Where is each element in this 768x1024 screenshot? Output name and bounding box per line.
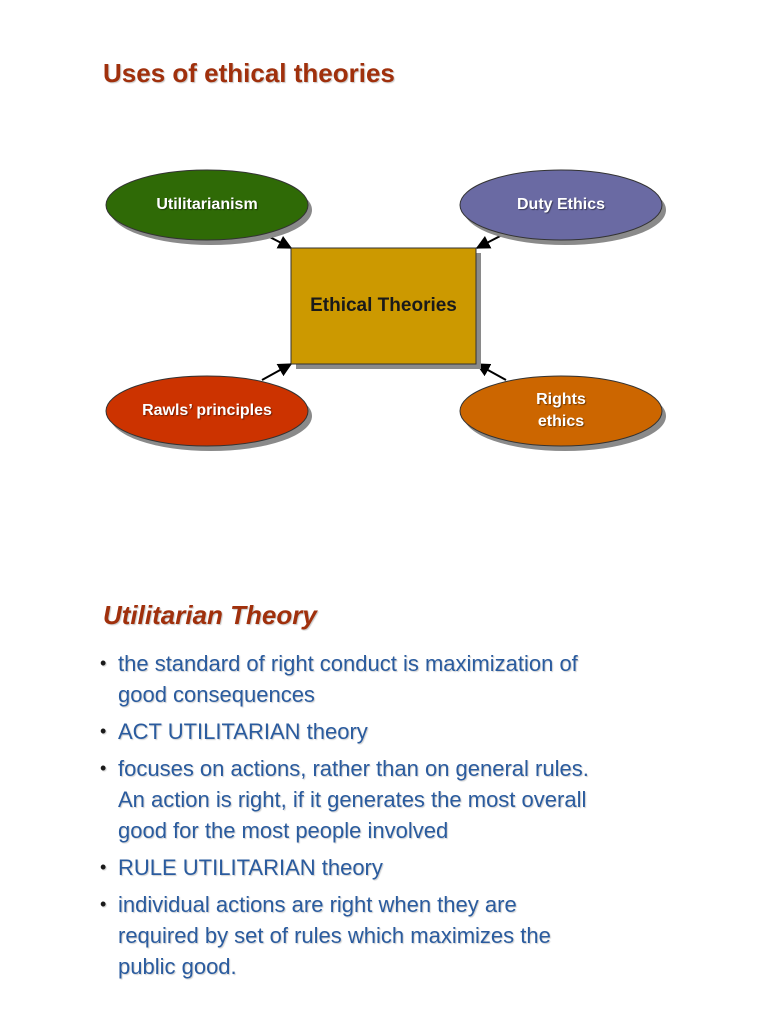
bullet-item: • the standard of right conduct is maximi… — [100, 648, 700, 710]
rawls-oval — [105, 375, 309, 447]
center-box — [290, 247, 477, 365]
connector-rights — [475, 363, 507, 381]
duty-ethics-oval — [459, 169, 663, 241]
bullet-dot-icon: • — [100, 758, 107, 778]
bullet-item: • ACT UTILITARIAN theory — [100, 716, 700, 747]
rights-ethics-oval — [459, 375, 663, 447]
bullet-list: • the standard of right conduct is maximi… — [100, 648, 700, 988]
bullet-line: focuses on actions, rather than on gener… — [118, 756, 589, 781]
bullet-item: • RULE UTILITARIAN theory — [100, 852, 700, 883]
bullet-dot-icon: • — [100, 857, 107, 877]
bullet-item: • focuses on actions, rather than on gene… — [100, 753, 700, 846]
rights-ethics-line-1: Rights — [536, 391, 586, 408]
bullet-line: public good. — [118, 954, 237, 979]
ethical-theories-label: Ethical Theories — [310, 295, 457, 316]
section-title: Utilitarian Theory — [103, 600, 317, 630]
bullet-line: RULE UTILITARIAN theory — [118, 855, 383, 880]
utilitarianism-oval — [105, 169, 309, 241]
bullet-dot-icon: • — [100, 653, 107, 673]
bullet-line: An action is right, if it generates the … — [118, 787, 587, 812]
bullet-line: good consequences — [118, 682, 315, 707]
bullet-line: required by set of rules which maximizes… — [118, 923, 551, 948]
utilitarianism-label: Utilitarianism — [156, 196, 258, 213]
bullet-line: ACT UTILITARIAN theory — [118, 719, 368, 744]
ethical-theories-diagram — [105, 169, 666, 451]
slide-title: Uses of ethical theories — [103, 58, 395, 88]
bullet-line: the standard of right conduct is maximiz… — [118, 651, 578, 676]
bullet-line: good for the most people involved — [118, 818, 449, 843]
duty-ethics-label: Duty Ethics — [516, 196, 605, 213]
rights-ethics-line-2: ethics — [537, 413, 585, 430]
bullet-item: • individual actions are right when they … — [100, 889, 700, 982]
rawls-principles-label: Rawls’ principles — [142, 402, 272, 419]
bullet-dot-icon: • — [100, 721, 107, 741]
connector-rawls — [261, 363, 293, 381]
rights-ethics-label: Rights ethics — [460, 376, 662, 446]
bullet-line: individual actions are right when they a… — [118, 892, 517, 917]
bullet-dot-icon: • — [100, 894, 107, 914]
